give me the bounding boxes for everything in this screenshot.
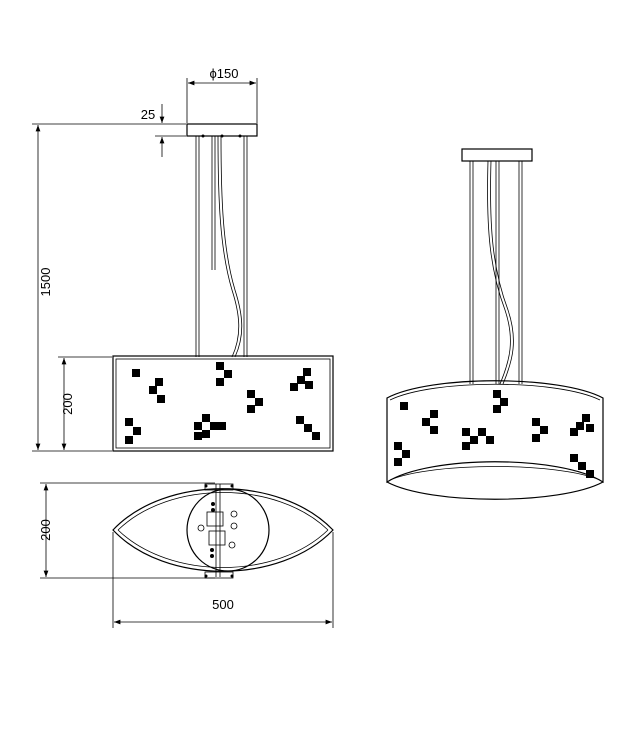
pattern-square xyxy=(576,422,584,430)
pattern-square xyxy=(194,422,202,430)
dimension-shade-width: 500 xyxy=(112,532,334,628)
pattern-square xyxy=(586,424,594,432)
pattern-square xyxy=(125,436,133,444)
pattern-square xyxy=(202,414,210,422)
pattern-square xyxy=(296,416,304,424)
pattern-square xyxy=(218,422,226,430)
shade-top-outline xyxy=(112,488,334,572)
pattern-square xyxy=(224,370,232,378)
top-view xyxy=(112,483,334,579)
pattern-square xyxy=(400,402,408,410)
pattern-square xyxy=(430,410,438,418)
pattern-square xyxy=(202,430,210,438)
pattern-square xyxy=(462,442,470,450)
power-cord xyxy=(217,135,240,358)
shade-pattern-perspective xyxy=(394,390,594,478)
pattern-square xyxy=(394,458,402,466)
pattern-square xyxy=(462,428,470,436)
pattern-square xyxy=(155,378,163,386)
shade-depth-label: 200 xyxy=(38,519,53,541)
pattern-square xyxy=(540,426,548,434)
pattern-square xyxy=(290,383,298,391)
perspective-view xyxy=(386,148,604,500)
dimension-canopy-height: 25 xyxy=(32,104,186,157)
pattern-square xyxy=(478,428,486,436)
pattern-square xyxy=(133,427,141,435)
pattern-square xyxy=(312,432,320,440)
socket-box xyxy=(206,511,224,527)
pattern-square xyxy=(255,398,263,406)
suspension-cables xyxy=(195,136,248,357)
canopy-perspective xyxy=(461,148,533,162)
pattern-square xyxy=(216,362,224,370)
shade-width-label: 500 xyxy=(212,597,234,612)
pattern-square xyxy=(493,390,501,398)
shade-front xyxy=(112,355,334,452)
pattern-square xyxy=(570,454,578,462)
pattern-square xyxy=(194,432,202,440)
pattern-square xyxy=(303,368,311,376)
pattern-square xyxy=(570,428,578,436)
pattern-square xyxy=(132,369,140,377)
shade-pattern xyxy=(125,362,320,444)
pattern-square xyxy=(157,395,165,403)
pattern-square xyxy=(586,470,594,478)
dimension-canopy-diameter: ϕ150 xyxy=(186,66,258,123)
canopy-top xyxy=(186,488,270,572)
pattern-square xyxy=(430,426,438,434)
pattern-square xyxy=(210,422,218,430)
pattern-square xyxy=(493,405,501,413)
pattern-square xyxy=(304,424,312,432)
pattern-square xyxy=(470,436,478,444)
pattern-square xyxy=(532,418,540,426)
pattern-square xyxy=(582,414,590,422)
canopy-height-label: 25 xyxy=(141,107,155,122)
pattern-square xyxy=(305,381,313,389)
pattern-square xyxy=(247,405,255,413)
dimension-total-height: 1500 xyxy=(32,125,112,452)
canopy xyxy=(186,123,258,137)
pattern-square xyxy=(402,450,410,458)
shade-height-label: 200 xyxy=(60,393,75,415)
pattern-square xyxy=(149,386,157,394)
pattern-square xyxy=(422,418,430,426)
front-elevation-view xyxy=(112,123,334,452)
pattern-square xyxy=(216,378,224,386)
canopy-diameter-label: ϕ150 xyxy=(210,66,239,81)
dimension-shade-depth: 200 xyxy=(38,482,215,579)
pattern-square xyxy=(297,376,305,384)
pattern-square xyxy=(578,462,586,470)
pattern-square xyxy=(486,436,494,444)
dimension-shade-height: 200 xyxy=(58,356,112,450)
pattern-square xyxy=(394,442,402,450)
socket-box xyxy=(208,530,226,546)
pattern-square xyxy=(532,434,540,442)
total-height-label: 1500 xyxy=(38,268,53,297)
pattern-square xyxy=(125,418,133,426)
pattern-square xyxy=(500,398,508,406)
pattern-square xyxy=(247,390,255,398)
